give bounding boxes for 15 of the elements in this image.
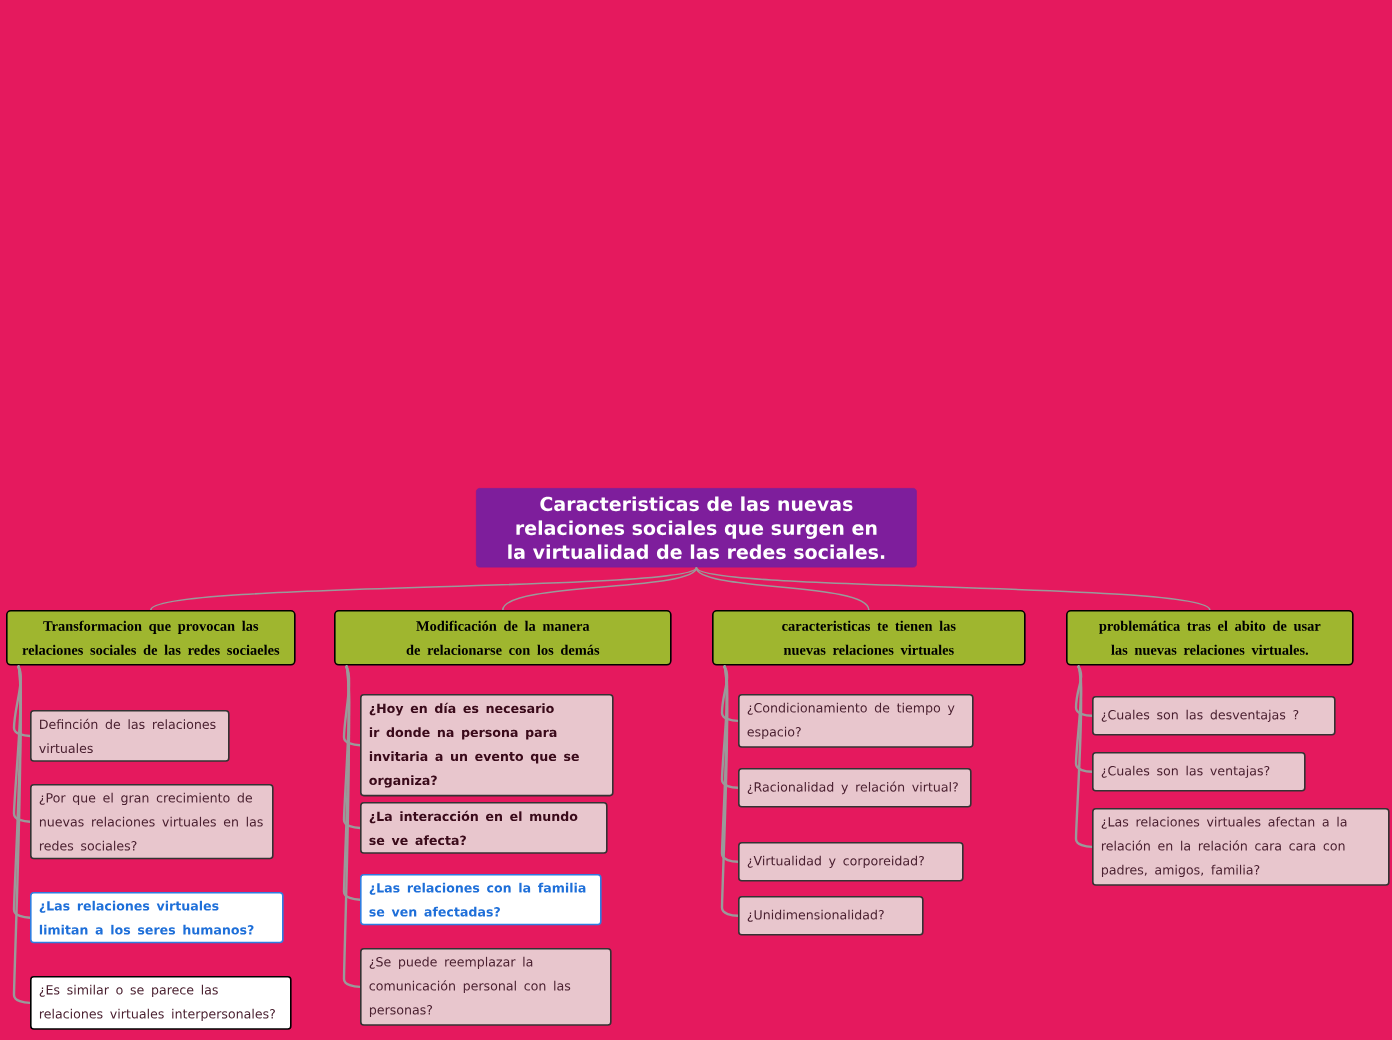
connector-line (1074, 665, 1093, 773)
connector-line (1074, 665, 1093, 717)
connector-line (342, 665, 361, 901)
connector-line (342, 665, 361, 830)
connector-line (720, 665, 739, 723)
connector-line (150, 566, 698, 611)
connector-line (12, 665, 31, 823)
connector-line (720, 665, 739, 789)
connector-line (695, 566, 1211, 611)
connector-line (695, 566, 870, 611)
connector-line (342, 665, 361, 747)
connector-line (502, 566, 698, 611)
central-topic-box: Caracteristicas de las nuevas relaciones sociales que surgen en la virtualidad de las redes sociales. (476, 488, 917, 568)
connector-line (12, 665, 31, 738)
connector-line (12, 665, 31, 919)
